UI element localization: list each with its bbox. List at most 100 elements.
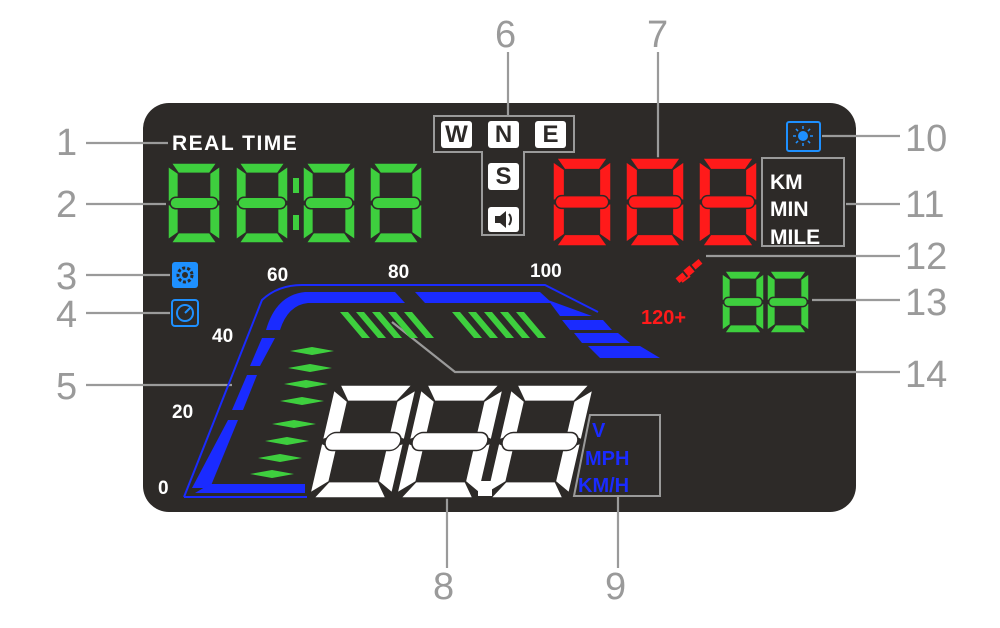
gauge-segment: [232, 375, 257, 410]
gauge-segment: [195, 484, 305, 493]
acceleration-arrows: [250, 312, 546, 478]
digit-segment: [501, 431, 579, 452]
gear-icon-teeth: [176, 266, 194, 284]
callout-2: 2: [56, 184, 78, 226]
speedometer-icon-dial: [176, 304, 194, 322]
gauge-segment: [415, 292, 552, 303]
unit-mph: MPH: [585, 448, 630, 470]
arrow-bar: [250, 470, 294, 478]
gauge-outline: [183, 284, 599, 498]
digit-segment: [701, 157, 755, 171]
speed-limit-digit: [721, 270, 765, 334]
satellite-icon-body: [683, 265, 695, 277]
sun-icon-ray: [807, 140, 811, 144]
tick-60: 60: [267, 265, 289, 286]
arrow-stripe: [516, 312, 546, 338]
sun-icon-ray: [795, 140, 799, 144]
clock-digit: [302, 162, 356, 244]
speed-digit: [395, 384, 504, 499]
digit-segment: [627, 194, 683, 210]
leader-line: [391, 321, 900, 374]
speed-limit-digit: [766, 270, 810, 334]
digit-segment: [768, 323, 808, 334]
digit-segment: [722, 296, 764, 308]
callout-8: 8: [433, 566, 455, 608]
callout-14: 14: [905, 354, 948, 396]
compass-south: S: [488, 163, 519, 190]
arrow-stripe: [404, 312, 434, 338]
digit-segment: [555, 233, 609, 247]
speed-units-frame: [572, 414, 661, 497]
callout-3: 3: [56, 256, 78, 298]
tick-100: 100: [530, 261, 562, 282]
arrow-bar: [288, 364, 332, 372]
gauge-segment: [548, 300, 592, 316]
unit-kmh: KM/H: [578, 475, 630, 497]
distance-digit: [625, 157, 685, 247]
compass-frame: [433, 115, 575, 236]
digit-segment: [237, 162, 287, 175]
callout-5: 5: [56, 366, 78, 408]
real-time-label: REAL TIME: [172, 132, 299, 155]
tick-80: 80: [388, 262, 410, 283]
sun-icon: [786, 121, 821, 152]
arrow-stripe: [388, 312, 418, 338]
satellite-icon-panel: [675, 272, 687, 283]
digit-segment: [169, 231, 219, 244]
arrow-stripe: [484, 312, 514, 338]
digit-segment: [723, 270, 763, 281]
digit-segment: [169, 162, 219, 175]
digit-segment: [723, 323, 763, 334]
gauge-segment: [574, 333, 630, 343]
digit-segment: [700, 194, 756, 210]
satellite-icon-antenna: [681, 275, 691, 283]
sun-icon-ray: [795, 128, 799, 132]
callout-10: 10: [905, 118, 948, 160]
arrow-stripe: [356, 312, 386, 338]
digit-segment: [371, 196, 421, 210]
digit-segment: [304, 162, 354, 175]
tick-0: 0: [158, 478, 169, 499]
arrow-bar: [265, 437, 309, 445]
unit-mile: MILE: [770, 226, 821, 249]
speaker-icon-cone: [495, 211, 506, 228]
digit-segment: [701, 233, 755, 247]
clock-digit: [369, 162, 423, 244]
clock-digit: [167, 162, 221, 244]
arrow-stripe: [452, 312, 482, 338]
digit-segment: [169, 196, 219, 210]
distance-units-frame: [761, 157, 845, 247]
arrow-bar: [258, 454, 302, 462]
digit-segment: [237, 231, 287, 244]
gauge-segment: [250, 338, 275, 366]
distance-digit: [698, 157, 758, 247]
tick-20: 20: [172, 402, 194, 423]
callout-4: 4: [56, 294, 78, 336]
callout-6: 6: [495, 14, 517, 56]
callout-13: 13: [905, 282, 948, 324]
arrow-stripe: [372, 312, 402, 338]
digit-segment: [237, 196, 287, 210]
digit-segment: [767, 296, 809, 308]
unit-min: MIN: [770, 198, 809, 221]
unit-km: KM: [770, 171, 803, 194]
arrow-stripe: [500, 312, 530, 338]
callout-7: 7: [647, 14, 669, 56]
digit-segment: [555, 157, 609, 171]
callout-1: 1: [56, 122, 78, 164]
arrow-bar: [280, 397, 324, 405]
speaker-icon-wave: [508, 213, 512, 226]
arrow-bar: [284, 380, 328, 388]
tick-40: 40: [212, 326, 234, 347]
segment-displays: [167, 157, 810, 499]
gear-icon-hub: [182, 272, 188, 278]
compass-north: N: [488, 121, 519, 148]
digit-segment: [768, 270, 808, 281]
satellite-icon-panel: [691, 259, 703, 270]
gauge-segment: [588, 346, 660, 358]
distance-digit: [552, 157, 612, 247]
speedometer-icon-needle: [184, 307, 191, 314]
sun-icon-ray: [807, 128, 811, 132]
clock-digit: [235, 162, 289, 244]
